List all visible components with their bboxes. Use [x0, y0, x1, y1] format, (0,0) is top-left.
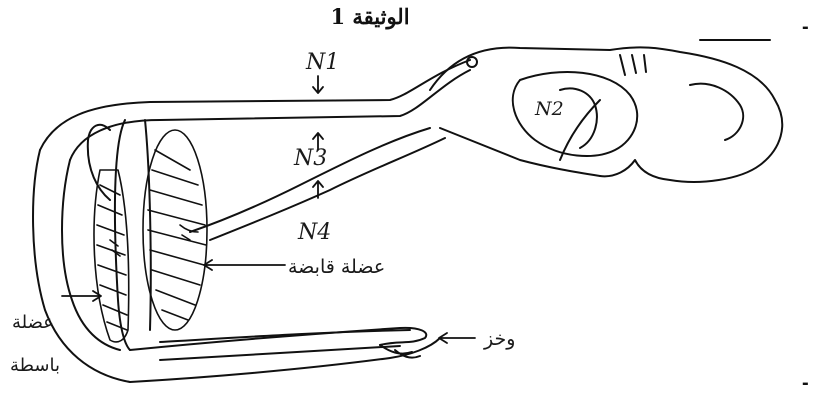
label-n3: N3	[294, 146, 327, 171]
extensor-muscle	[94, 170, 129, 342]
label-flexor-muscle: عضلة قابضة	[288, 256, 385, 278]
label-n1: N1	[306, 50, 339, 75]
label-extensor-line2: باسطة	[10, 355, 60, 376]
arrow-flexor-icon	[204, 260, 285, 270]
forearm	[130, 328, 440, 382]
label-n2: N2	[535, 98, 564, 120]
spinal-gray-marks	[620, 55, 646, 75]
arrow-stimulus-icon	[439, 333, 475, 343]
label-n4: N4	[298, 220, 331, 245]
arrows	[62, 76, 475, 343]
arrow-n1-icon	[313, 76, 323, 93]
upper-arm	[33, 120, 151, 382]
ganglion	[467, 57, 477, 67]
label-extensor-line1: عضلة	[12, 312, 54, 333]
spinal-cord	[430, 47, 782, 181]
arrow-n4-icon	[313, 181, 323, 198]
label-stimulus: وخز	[484, 328, 515, 350]
arrow-extensor-icon	[62, 291, 101, 301]
